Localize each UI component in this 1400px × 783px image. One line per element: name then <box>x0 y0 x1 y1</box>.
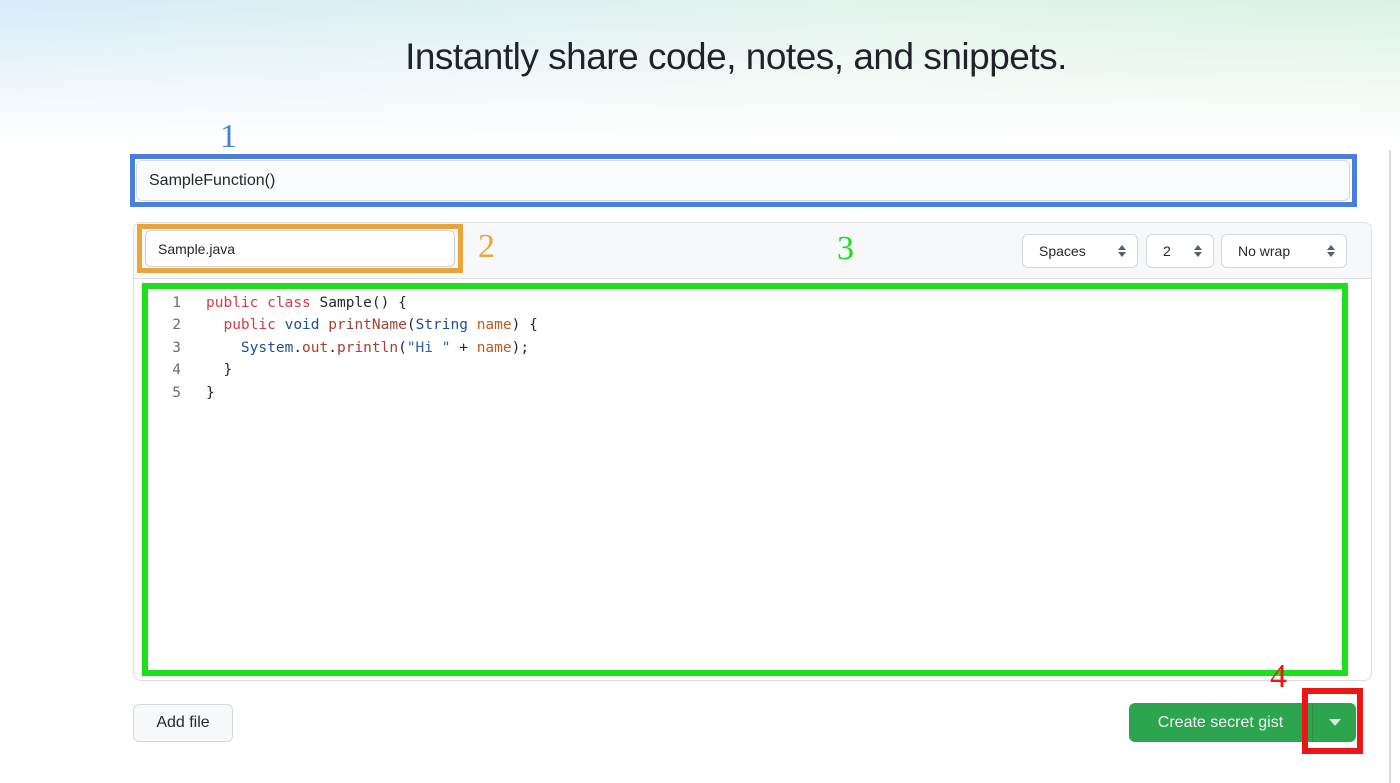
indent-size-select[interactable]: 2 <box>1146 234 1214 268</box>
gist-description-input[interactable] <box>136 160 1350 201</box>
page-title: Instantly share code, notes, and snippet… <box>405 36 1067 77</box>
line-number: 1 <box>172 295 181 311</box>
filename-input[interactable] <box>145 230 455 267</box>
code-line: 3 System.out.println("Hi " + name); <box>134 337 1334 359</box>
line-number: 2 <box>172 317 181 334</box>
gist-type-dropdown-button[interactable] <box>1312 703 1356 742</box>
code-line: 2 public void printName(String name) { <box>134 314 1334 336</box>
page-right-border <box>1389 150 1391 783</box>
indent-mode-select[interactable]: Spaces <box>1022 234 1138 268</box>
updown-caret-icon <box>1118 245 1126 257</box>
create-secret-gist-button[interactable]: Create secret gist <box>1129 703 1312 742</box>
line-number: 5 <box>172 384 181 401</box>
dropdown-caret-icon <box>1328 719 1341 726</box>
code-line: 5} <box>134 382 1334 404</box>
add-file-button[interactable]: Add file <box>133 704 233 742</box>
updown-caret-icon <box>1327 245 1335 257</box>
wrap-mode-select[interactable]: No wrap <box>1221 234 1347 268</box>
indent-size-value: 2 <box>1163 243 1171 259</box>
file-editor-panel <box>133 222 1372 681</box>
code-line: 4 } <box>134 359 1334 381</box>
line-number: 3 <box>172 339 181 356</box>
wrap-mode-value: No wrap <box>1238 243 1291 259</box>
hero-banner: Instantly share code, notes, and snippet… <box>0 0 1400 152</box>
updown-caret-icon <box>1194 245 1202 257</box>
indent-mode-value: Spaces <box>1039 243 1086 259</box>
line-number: 4 <box>172 362 181 379</box>
create-secret-gist-label: Create secret gist <box>1157 713 1284 731</box>
